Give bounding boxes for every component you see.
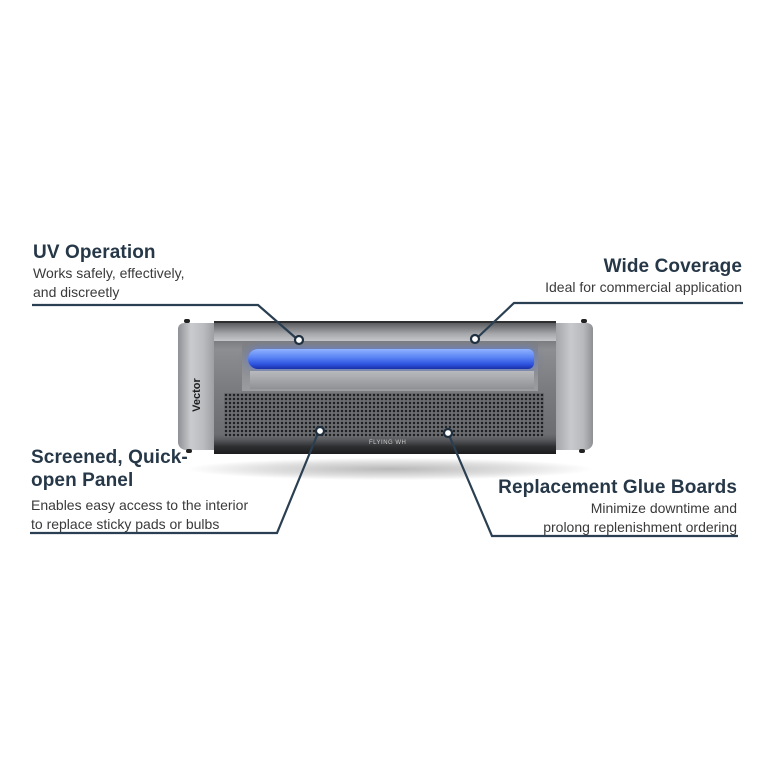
screened-grille [224, 393, 544, 437]
foot-left [186, 449, 192, 453]
reflector-panel [250, 371, 534, 389]
device-body: FLYING WH [214, 321, 556, 454]
glue-boards-desc-1: Minimize downtime and [590, 500, 737, 516]
top-knob-right [581, 319, 587, 323]
uv-operation-title: UV Operation [33, 242, 156, 263]
rail-label: FLYING WH [369, 440, 407, 446]
right-endcap [556, 323, 593, 450]
glue-boards-dot [442, 427, 454, 439]
screened-panel-desc-1: Enables easy access to the interior [31, 497, 249, 513]
uv-tube-window [242, 343, 538, 391]
wide-coverage-desc: Ideal for commercial application [545, 279, 742, 295]
callout-glue-boards: Replacement Glue Boards Minimize downtim… [498, 476, 737, 537]
uv-tube [248, 349, 534, 369]
uv-operation-dot [293, 334, 305, 346]
wide-coverage-dot [469, 333, 481, 345]
product-shadow [190, 458, 590, 480]
callout-screened-panel: Screened, Quick- open Panel Enables easy… [31, 446, 248, 534]
screened-panel-title-1: Screened, Quick- [31, 447, 188, 468]
callout-wide-coverage: Wide Coverage Ideal for commercial appli… [545, 255, 742, 297]
glue-boards-desc-2: prolong replenishment ordering [543, 519, 737, 535]
screened-panel-title-2: open Panel [31, 470, 134, 491]
wide-coverage-leader [476, 301, 743, 339]
glue-boards-title: Replacement Glue Boards [498, 477, 737, 498]
screened-panel-dot [314, 425, 326, 437]
fly-trap-device: Vector FLYING WH [178, 319, 593, 454]
bottom-rail: FLYING WH [214, 439, 556, 454]
uv-operation-desc-2: and discreetly [33, 284, 120, 300]
uv-operation-desc-1: Works safely, effectively, [33, 265, 185, 281]
screened-panel-desc-2: to replace sticky pads or bulbs [31, 516, 220, 532]
wide-coverage-title: Wide Coverage [603, 256, 742, 277]
screened-panel-leader [30, 432, 320, 535]
uv-operation-leader [32, 303, 298, 340]
callout-uv-operation: UV Operation Works safely, effectively, … [33, 241, 184, 302]
foot-right [579, 449, 585, 453]
left-endcap: Vector [178, 323, 215, 450]
top-knob-left [184, 319, 190, 323]
glue-boards-leader [447, 434, 738, 538]
